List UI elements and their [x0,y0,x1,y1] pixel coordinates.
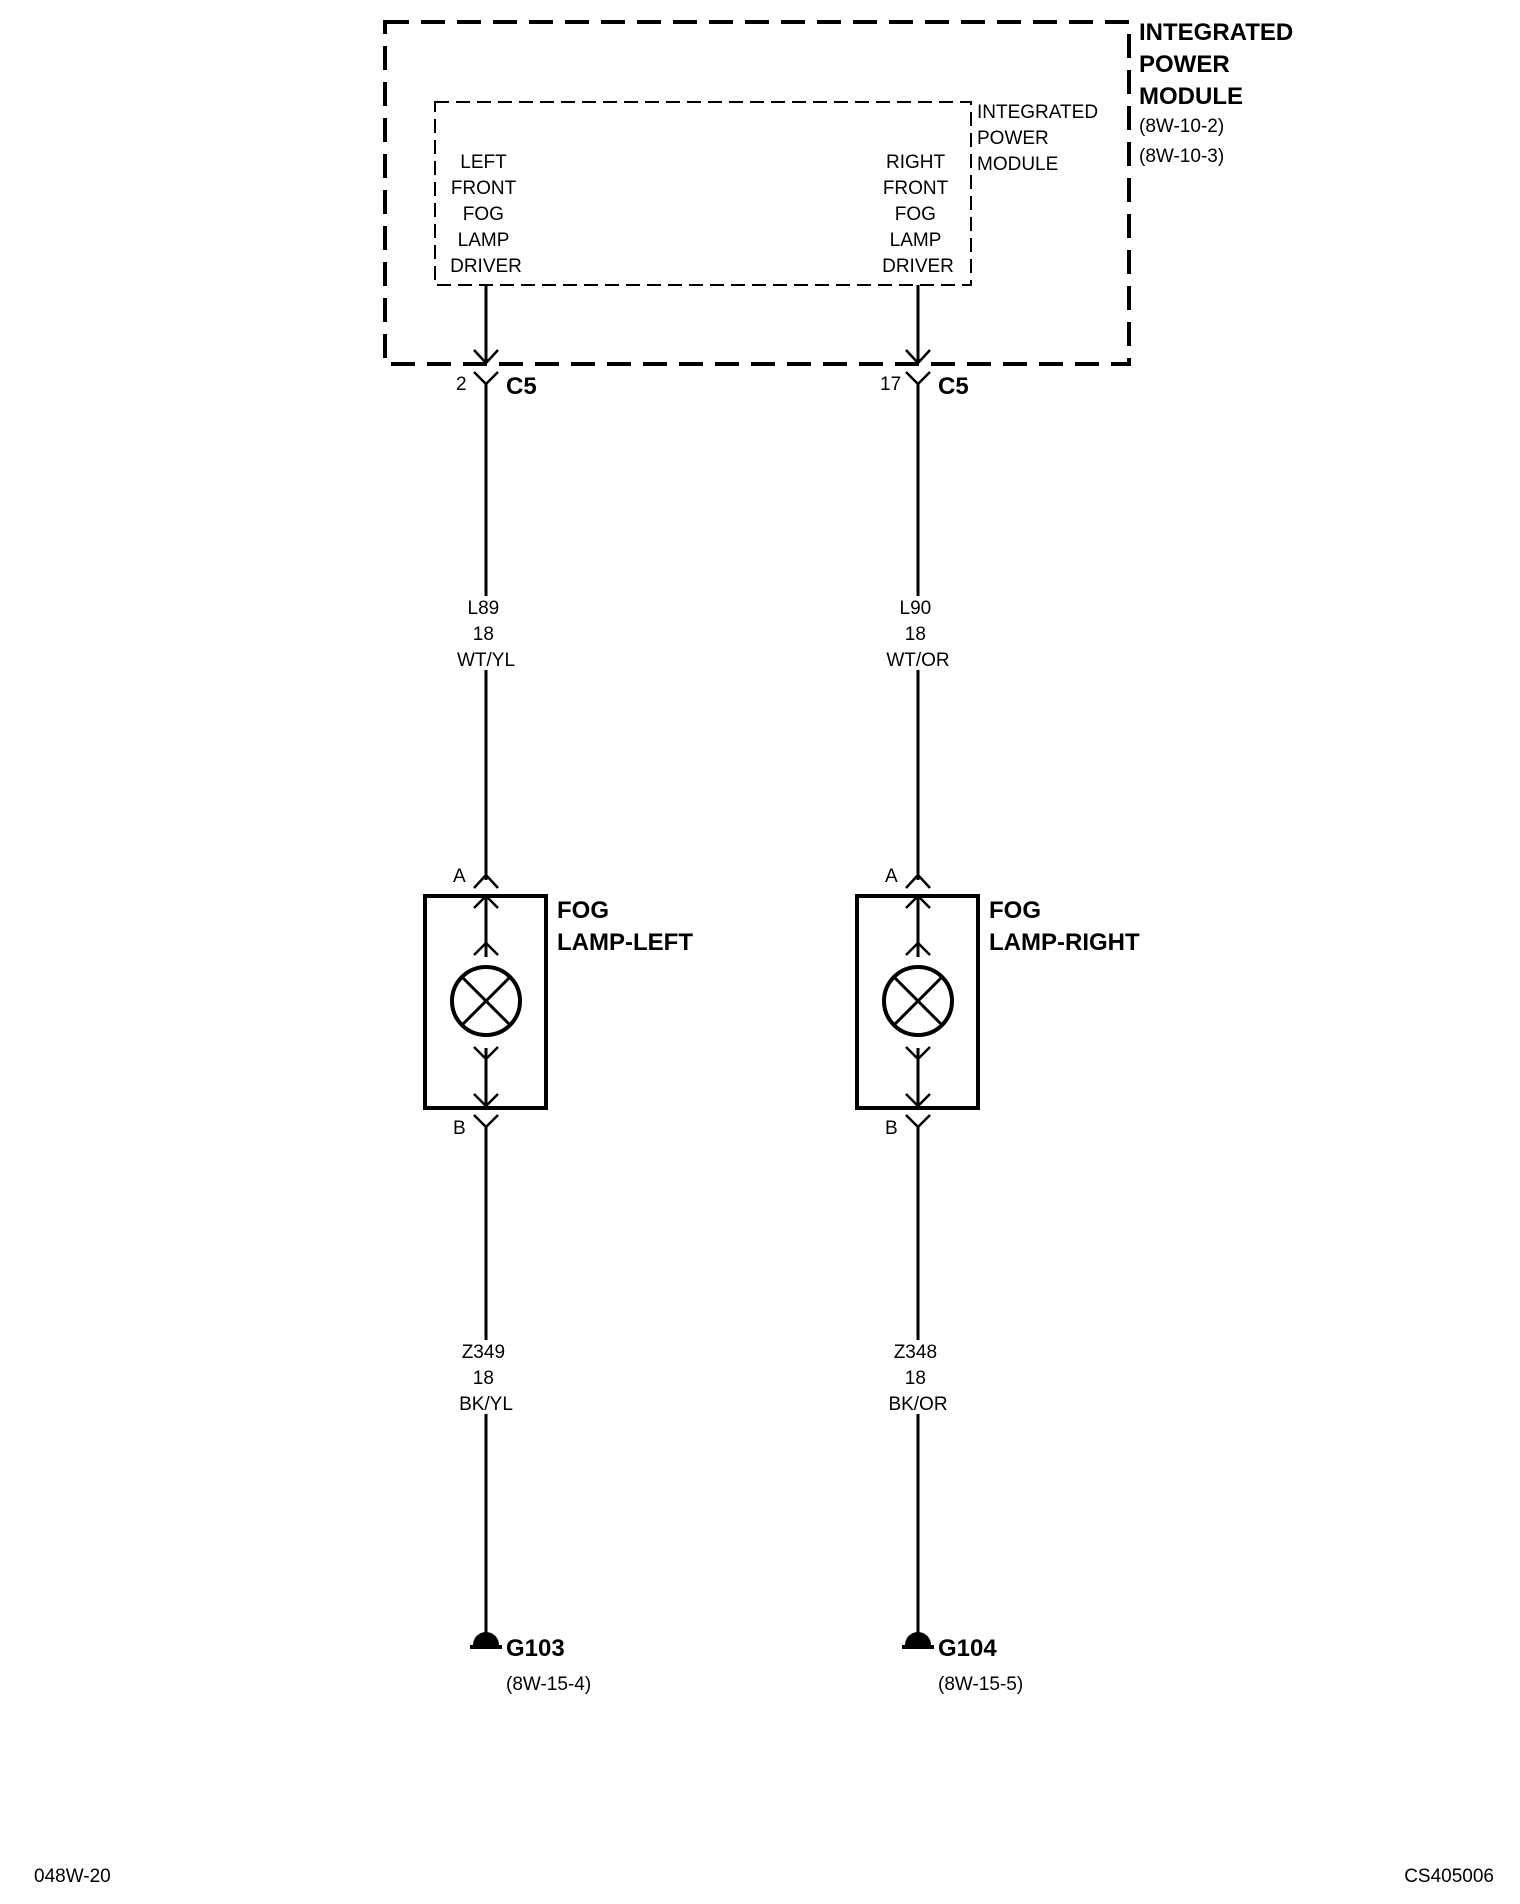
fog-lamp-right-title: FOG LAMP-RIGHT [989,897,1140,956]
left-bottom-wire-label: Z349 18 BK/YL [459,1342,513,1415]
footer-left-code: 048W-20 [34,1866,111,1887]
fog-lamp-right-bulb-icon [882,965,954,1037]
integrated-power-module-inner-box [434,101,972,286]
left-lamp-inner-arrow-mid [473,941,499,956]
left-top-wire-label: L89 18 WT/YL [457,598,515,671]
right-driver-label: RIGHT FRONT FOG LAMP DRIVER [882,152,954,277]
fog-lamp-left-title: FOG LAMP-LEFT [557,897,693,956]
left-lamp-pin-b-connector [473,1114,499,1129]
left-c5-connector-female [473,349,499,365]
ground-g104-ref: (8W-15-5) [938,1674,1023,1695]
right-lamp-pin-a: A [885,866,898,887]
left-driver-label: LEFT FRONT FOG LAMP DRIVER [450,152,522,277]
outer-title-line-1: INTEGRATED [1139,19,1293,46]
left-lamp-inner-arrow-bottom [473,1093,499,1108]
right-lamp-inner-arrow-bottom [905,1093,931,1108]
right-c5-connector-female [905,349,931,365]
right-c5-pin: 17 [880,374,901,395]
left-lamp-pin-a-connector [473,873,499,889]
outer-module-title: INTEGRATED POWER MODULE [1139,19,1300,110]
left-lamp-pin-a: A [453,866,466,887]
outer-ref-1: (8W-10-2) [1139,116,1224,137]
inner-title-line-2: POWER [977,128,1049,149]
right-top-wire-label-bg [880,596,956,670]
right-lamp-pin-b: B [885,1118,898,1139]
right-bottom-wire-label: Z348 18 BK/OR [888,1342,947,1415]
right-lamp-pin-a-connector [905,873,931,889]
right-c5-name: C5 [938,373,969,400]
integrated-power-module-outer-box [383,20,1131,366]
ground-g104-icon [902,1632,934,1649]
ground-g103-name: G103 [506,1635,565,1662]
ground-g104-name: G104 [938,1635,997,1662]
left-bottom-wire-label-bg [442,1340,530,1414]
left-top-wire-label-bg [448,596,524,670]
ground-g103-icon [470,1632,502,1649]
left-c5-pin: 2 [456,374,467,395]
right-lamp-pin-b-connector [905,1114,931,1129]
left-c5-name: C5 [506,373,537,400]
ground-g103-ref: (8W-15-4) [506,1674,591,1695]
left-lamp-pin-b: B [453,1118,466,1139]
outer-title-line-2: POWER [1139,51,1230,78]
right-bottom-wire-label-bg [874,1340,962,1414]
right-c5-connector-male [905,371,931,386]
footer-right-code: CS405006 [1404,1866,1494,1887]
inner-title-line-3: MODULE [977,154,1058,175]
outer-ref-2: (8W-10-3) [1139,146,1224,167]
fog-lamp-left-bulb-icon [450,965,522,1037]
left-c5-connector-male [473,371,499,386]
inner-title-line-1: INTEGRATED [977,102,1098,123]
outer-title-line-3: MODULE [1139,83,1243,110]
inner-module-title: INTEGRATED POWER MODULE [977,102,1103,175]
right-top-wire-label: L90 18 WT/OR [886,598,949,671]
outer-module-refs: (8W-10-2) (8W-10-3) [1139,116,1229,167]
right-lamp-inner-arrow-mid [905,941,931,956]
